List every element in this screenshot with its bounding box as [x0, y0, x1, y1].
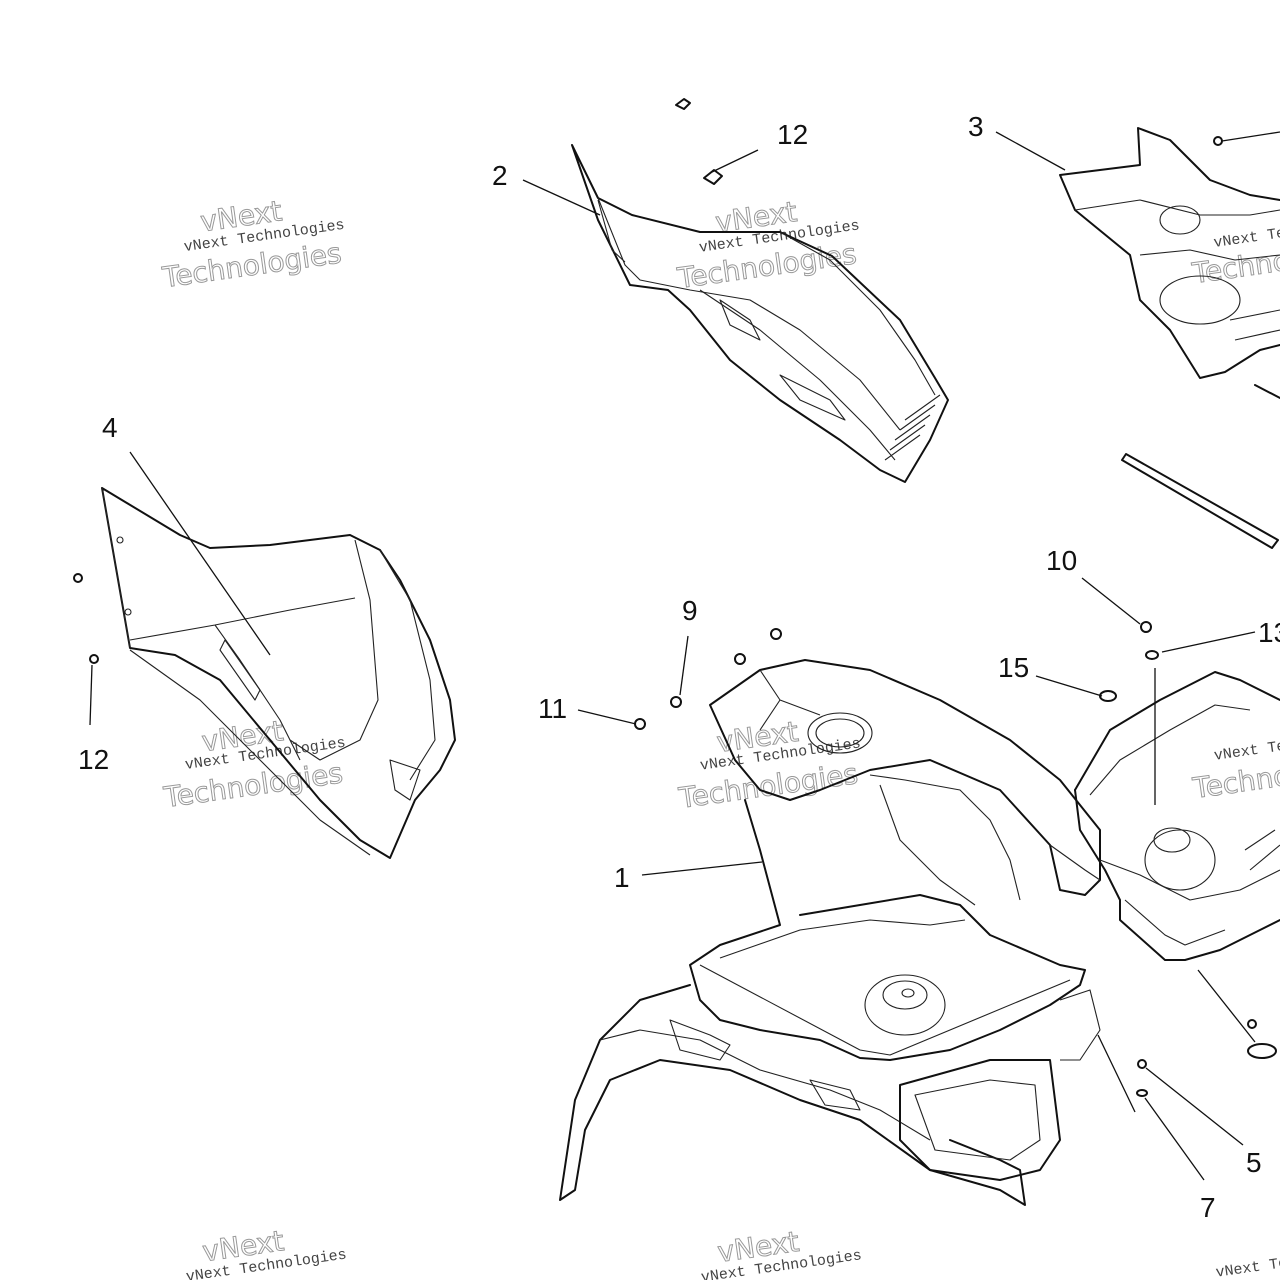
fasteners: [73, 98, 1277, 1097]
watermark-mid-center: vNext vNext Technologies Technologies: [676, 714, 862, 815]
callout-10: 10: [1046, 545, 1077, 576]
callout-15: 15: [998, 652, 1029, 683]
watermark-bottom-center: vNext vNext Technologies: [700, 1224, 863, 1280]
svg-text:vNext Technologies: vNext Technologies: [1213, 725, 1280, 764]
part-front-fender: [559, 659, 1101, 1206]
part-front-panel-upper: [1059, 127, 1280, 379]
watermark-top-center: vNext vNext Technologies Technologies: [674, 195, 860, 296]
watermark-mid-left: vNext vNext Technologies Technologies: [161, 714, 347, 815]
callout-13: 13: [1258, 617, 1280, 648]
watermark-bottom-right: vNext Technologies: [1215, 1242, 1280, 1280]
callout-12-top: 12: [777, 119, 808, 150]
leader-lines: [89, 131, 1280, 1181]
callout-2: 2: [492, 160, 508, 191]
callout-9: 9: [682, 595, 698, 626]
watermark-bottom-left: vNext vNext Technologies: [185, 1224, 348, 1280]
callout-3: 3: [968, 111, 984, 142]
svg-text:vNext Technologies: vNext Technologies: [1215, 1242, 1280, 1280]
callout-7: 7: [1200, 1192, 1216, 1223]
watermark-top-left: vNext vNext Technologies Technologies: [159, 194, 345, 295]
callout-5: 5: [1246, 1147, 1262, 1178]
part-rod: [1121, 384, 1280, 549]
part-side-panel-left: [101, 487, 456, 859]
watermark-top-right: vNext Technologies Technologies: [1189, 213, 1280, 291]
callout-4: 4: [102, 412, 118, 443]
callout-12-left: 12: [78, 744, 109, 775]
part-side-panel-upper: [571, 144, 949, 483]
part-rear-tub-right: [1074, 671, 1280, 961]
callout-11: 11: [538, 693, 567, 724]
watermark-mid-right: vNext Technologies Technologies: [1190, 725, 1280, 805]
callout-labels: 1 2 3 4 5 7 9 10 11 12 12 13 15: [78, 111, 1280, 1223]
callout-1: 1: [614, 862, 630, 893]
